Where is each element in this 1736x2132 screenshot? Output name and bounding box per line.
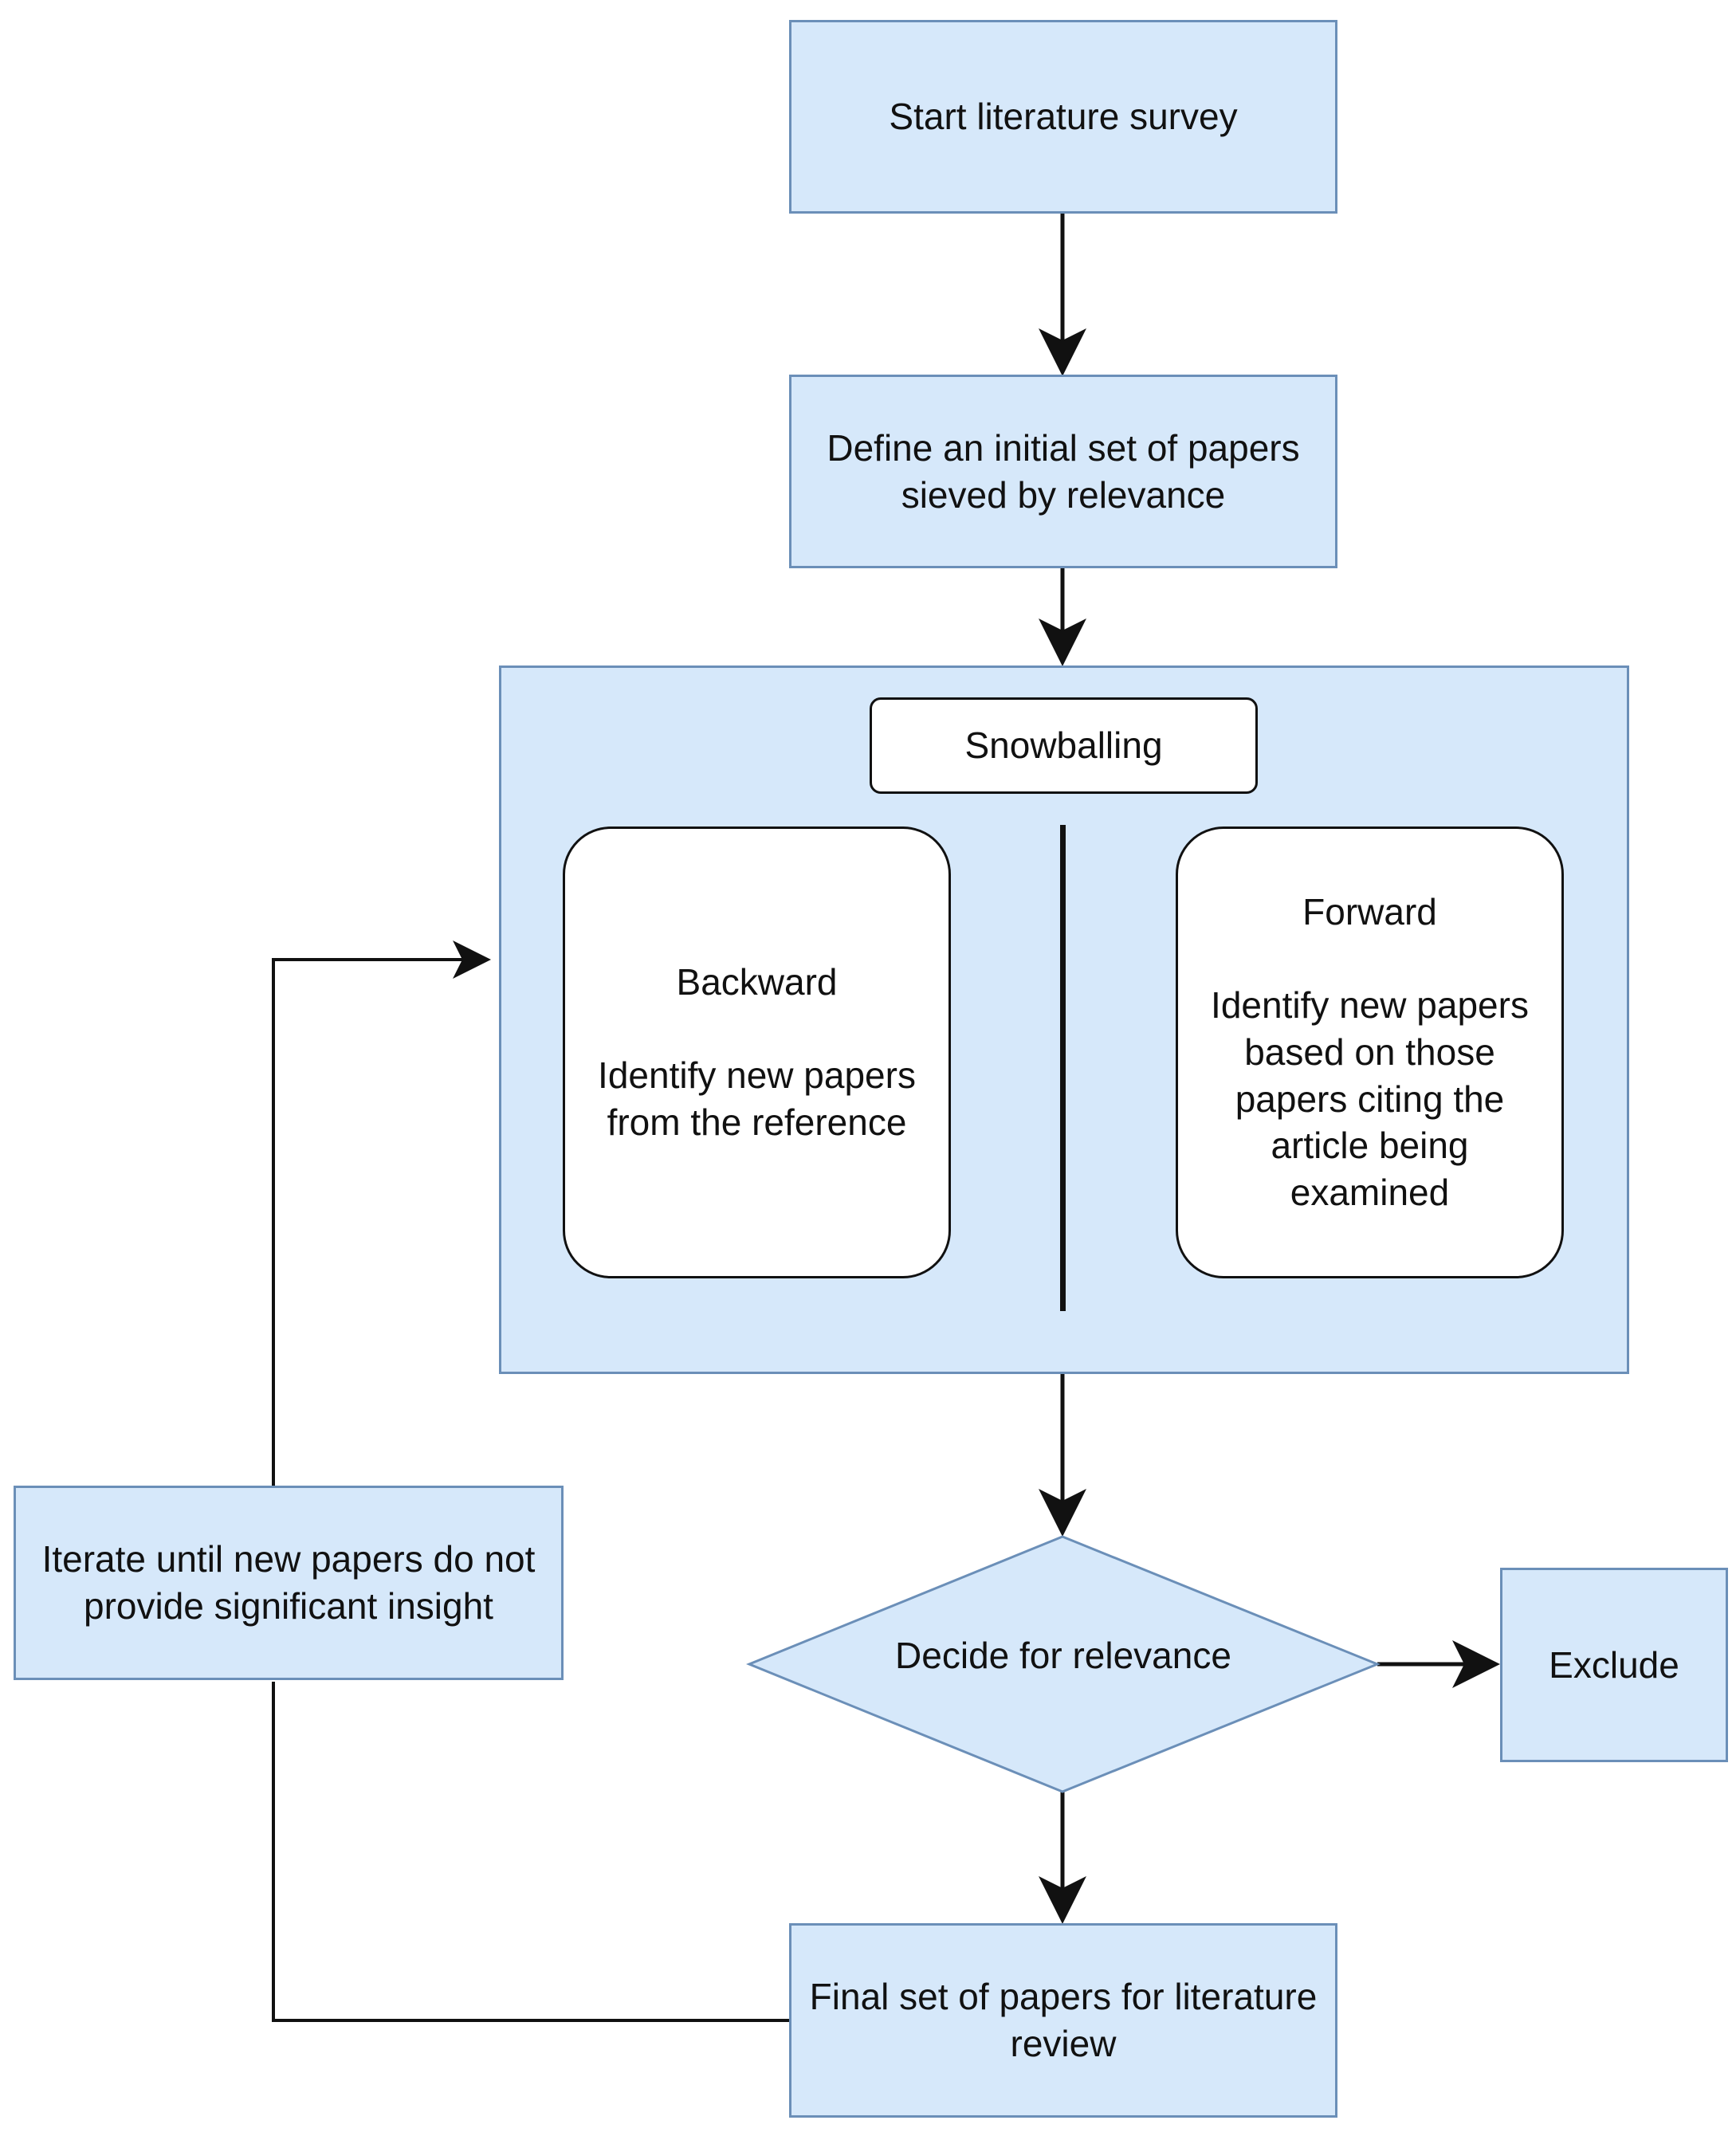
define-label-line1: Define an initial set of papers: [827, 426, 1300, 469]
snowballing-label: Snowballing: [964, 724, 1163, 767]
backward-box: Backward Identify new papers from the re…: [563, 826, 951, 1278]
backward-desc-line1: Identify new papers: [598, 1054, 916, 1097]
snowballing-divider: [1060, 825, 1066, 1311]
iterate-label-line1: Iterate until new papers do not: [41, 1538, 536, 1580]
final-box: Final set of papers for literature revie…: [789, 1923, 1337, 2118]
exclude-box: Exclude: [1500, 1568, 1728, 1762]
arrow-iterate-to-snowballing: [272, 940, 491, 1486]
forward-desc-line5: examined: [1290, 1172, 1450, 1214]
iterate-box: Iterate until new papers do not provide …: [14, 1486, 564, 1680]
backward-desc-line2: from the reference: [607, 1101, 907, 1143]
final-label-line2: review: [1010, 2023, 1117, 2064]
define-label-line2: sieved by relevance: [901, 473, 1226, 516]
start-box: Start literature survey: [789, 20, 1337, 214]
decide-diamond-shape: [746, 1535, 1381, 1793]
forward-desc-line3: papers citing the: [1235, 1078, 1505, 1120]
final-label-line1: Final set of papers for literature: [809, 1976, 1318, 2018]
backward-title: Backward: [676, 961, 838, 1003]
snowballing-header: Snowballing: [870, 697, 1258, 794]
define-box: Define an initial set of papers sieved b…: [789, 375, 1337, 568]
forward-box: Forward Identify new papers based on tho…: [1176, 826, 1564, 1278]
decide-label: Decide for relevance: [895, 1635, 1231, 1676]
forward-title: Forward: [1302, 890, 1437, 933]
iterate-label-line2: provide significant insight: [84, 1585, 493, 1627]
start-label: Start literature survey: [889, 96, 1238, 138]
forward-desc-line1: Identify new papers: [1211, 984, 1529, 1026]
forward-desc-line2: based on those: [1244, 1031, 1495, 1073]
line-final-to-iterate: [272, 1682, 789, 2022]
forward-desc-line4: article being: [1271, 1125, 1469, 1167]
exclude-label: Exclude: [1549, 1643, 1679, 1686]
